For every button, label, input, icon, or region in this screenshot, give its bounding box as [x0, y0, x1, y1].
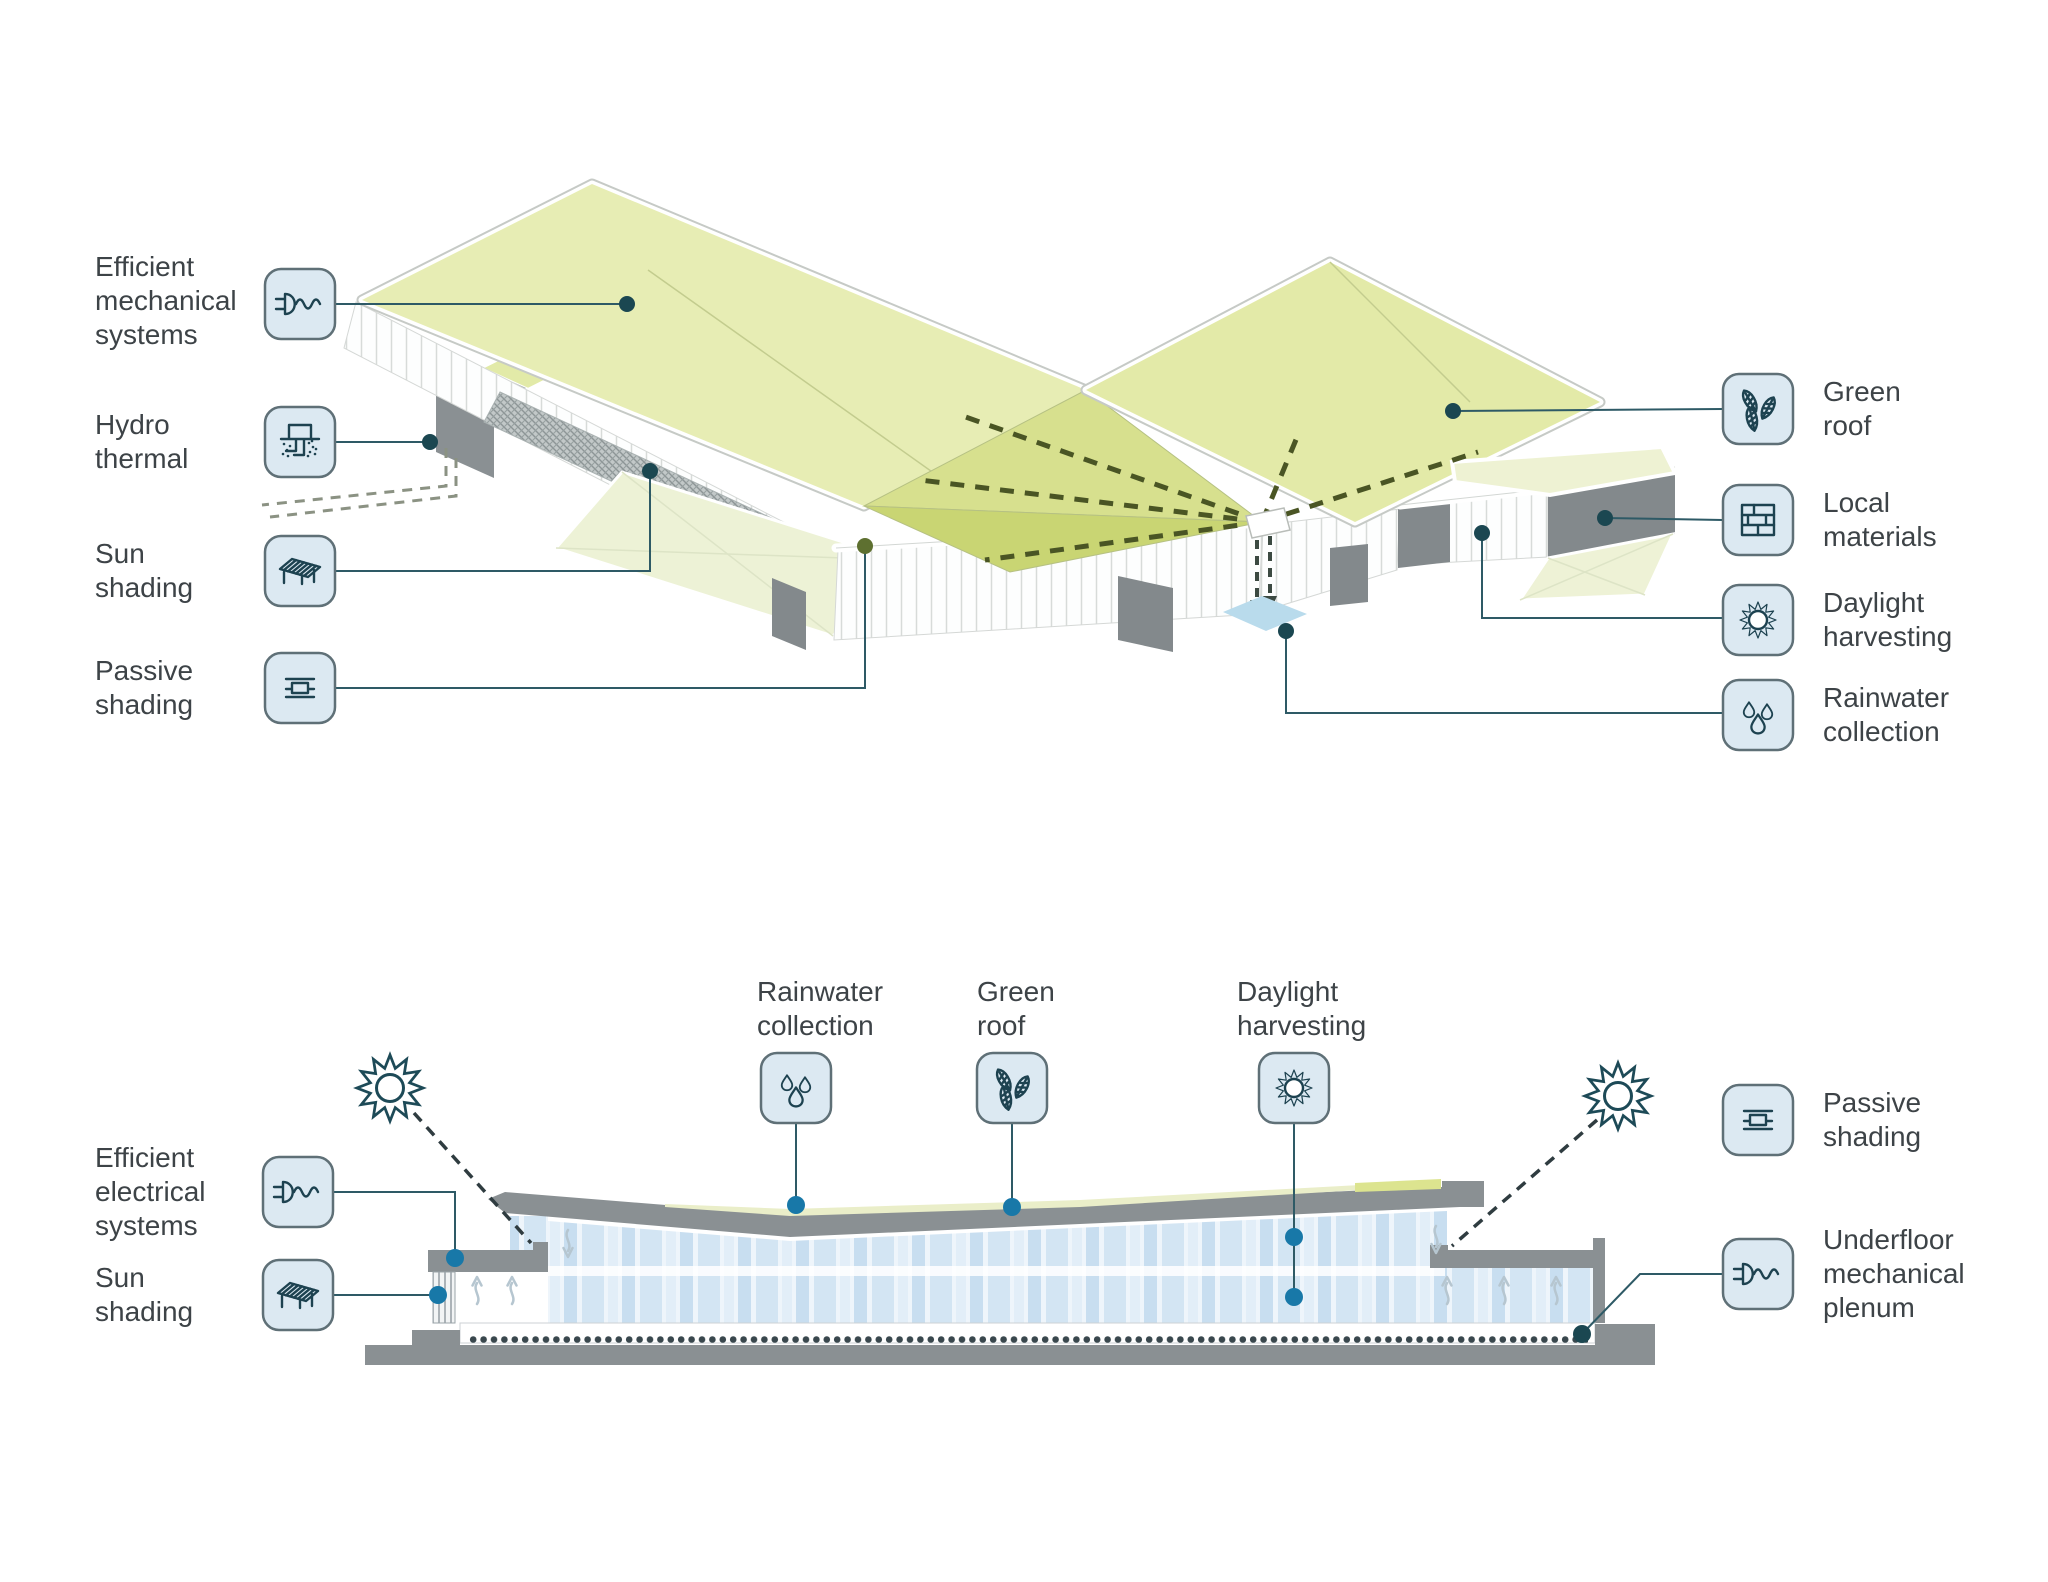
water-drops-icon: [1721, 678, 1795, 752]
label-efficient-mechanical: Efficient mechanical systems: [95, 251, 237, 350]
axon-right-canopy: [1517, 531, 1676, 602]
label-efficient-electrical: Efficient electrical systems: [95, 1142, 206, 1241]
pergola-icon: [261, 1258, 335, 1332]
leaves-icon: [1721, 372, 1795, 446]
shading-fin-icon: [263, 651, 337, 725]
section-left-canopy: [428, 1242, 548, 1324]
label-local-materials: Local materials: [1823, 487, 1937, 552]
leaves-icon: [975, 1051, 1049, 1125]
label-passive-shading: Passive shading: [95, 655, 194, 720]
right-terrace-roof: [1449, 444, 1678, 498]
label-underfloor-plenum: Underfloor mechanical plenum: [1823, 1224, 1965, 1323]
label-section-rainwater: Rainwater collection: [757, 976, 884, 1041]
label-daylight-harvesting: Daylight harvesting: [1823, 587, 1953, 652]
axon-building: [261, 178, 1724, 714]
section-floor: [365, 1322, 1655, 1365]
section-building: [333, 1053, 1723, 1365]
sun-ray-left: [412, 1111, 533, 1245]
sun-symbol-left: [355, 1053, 425, 1123]
roof-drainage-lines: [919, 412, 1479, 563]
plug-icon: [261, 1155, 335, 1229]
axon-entry-canopy: [553, 470, 903, 650]
pergola-icon: [263, 534, 337, 608]
label-section-passive-shading: Passive shading: [1823, 1087, 1922, 1152]
sun-icon: [1257, 1051, 1331, 1125]
label-section-green-roof: Green roof: [977, 976, 1055, 1041]
sun-symbol-right: [1583, 1061, 1653, 1131]
bricks-icon: [1721, 483, 1795, 557]
label-rainwater-collection: Rainwater collection: [1823, 682, 1950, 747]
label-green-roof: Green roof: [1823, 376, 1901, 441]
sun-ray-right: [1450, 1118, 1599, 1248]
right-wing-roof: [1080, 256, 1606, 528]
label-section-sun-shading: Sun shading: [95, 1262, 194, 1327]
glazing-band: [548, 1266, 1445, 1276]
label-hydro-thermal: Hydro thermal: [95, 409, 189, 474]
plug-icon: [263, 267, 337, 341]
axon-wall-block-1: [1118, 576, 1173, 652]
section-leaders: [333, 1123, 1723, 1343]
icons: [261, 267, 1795, 1332]
plug-icon: [1721, 1237, 1795, 1311]
label-section-daylight: Daylight harvesting: [1237, 976, 1367, 1041]
section-green-roof-bright: [1355, 1179, 1441, 1192]
water-drops-icon: [759, 1051, 833, 1125]
label-sun-shading: Sun shading: [95, 538, 194, 603]
axon-wall-block-3: [1398, 500, 1450, 568]
axon-leaders: [335, 296, 1724, 714]
rainwater-drain: [1223, 507, 1307, 631]
collection-diamond: [1223, 596, 1307, 631]
section-green-roof: [665, 1181, 1441, 1216]
geothermal-loop-lines: [261, 448, 458, 519]
shading-fin-icon: [1721, 1083, 1795, 1157]
underfloor-plenum-dots: [468, 1324, 1588, 1343]
axon-wall-block-2: [1330, 544, 1368, 606]
sun-icon: [1721, 583, 1795, 657]
geothermal-icon: [263, 405, 337, 479]
